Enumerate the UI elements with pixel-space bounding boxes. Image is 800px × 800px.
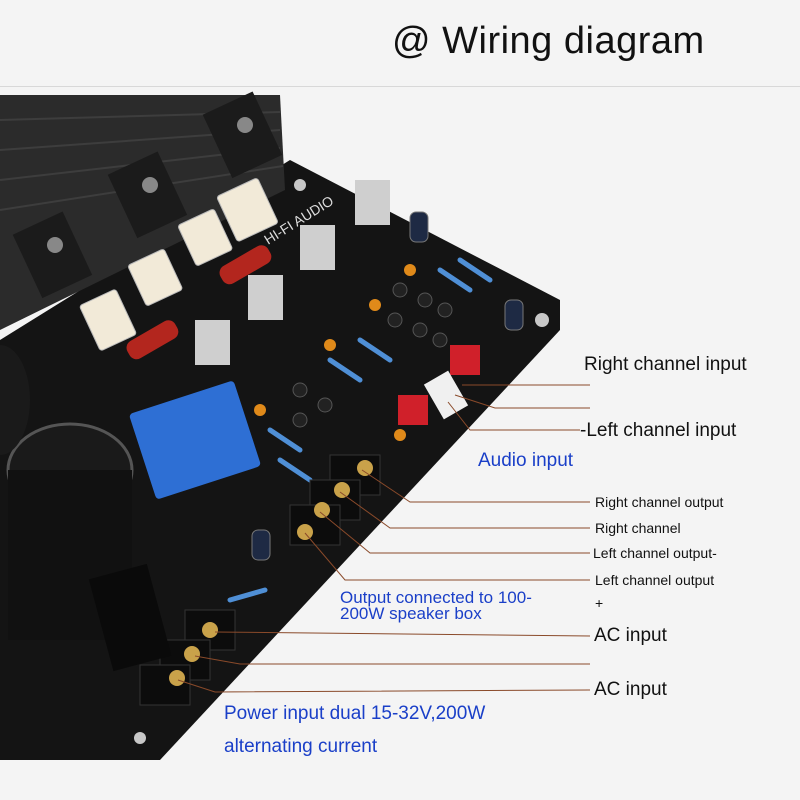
small-electrolytic-caps: [251, 211, 524, 561]
leader-lines: [177, 384, 591, 693]
right-channel-input-label: Right channel input: [584, 354, 747, 375]
ac-input-label-2: AC input: [594, 679, 667, 700]
left-input-connector: [398, 395, 428, 425]
signal-resistors: [227, 257, 493, 603]
ceramic-resistors: [79, 178, 278, 351]
right-channel-output-label: Right channel output: [595, 494, 724, 510]
plus-sign-label: +: [595, 595, 604, 611]
right-channel-label: Right channel: [595, 520, 681, 536]
page-title: @ Wiring diagram: [392, 20, 705, 62]
left-channel-input-label: -Left channel input: [580, 420, 737, 441]
power-transistors: [12, 91, 283, 299]
inductors: [126, 245, 272, 360]
bridge-rectifier: [88, 563, 172, 672]
audio-input-label: Audio input: [478, 450, 574, 471]
output-connected-label-2: 200W speaker box: [340, 604, 482, 623]
driver-heatsinks: [195, 180, 390, 365]
left-channel-output-label: Left channel output: [595, 572, 715, 588]
output-terminal-screws: [297, 460, 373, 540]
power-terminal-screws: [169, 622, 218, 686]
filter-capacitor-side: [0, 345, 30, 455]
ac-input-label-1: AC input: [594, 625, 667, 646]
relay: [129, 381, 261, 499]
right-input-connector: [450, 345, 480, 375]
title-divider: [0, 86, 800, 87]
power-input-label-2: alternating current: [224, 736, 378, 757]
left-channel-output-minus-label: Left channel output-: [593, 545, 717, 561]
output-connected-label: Output connected to 100-: [340, 588, 532, 607]
power-input-label: Power input dual 15-32V,200W: [224, 703, 486, 724]
input-header: [423, 370, 469, 420]
film-capacitors: [254, 264, 416, 441]
mounting-holes: [134, 179, 549, 744]
small-transistors: [292, 282, 453, 428]
